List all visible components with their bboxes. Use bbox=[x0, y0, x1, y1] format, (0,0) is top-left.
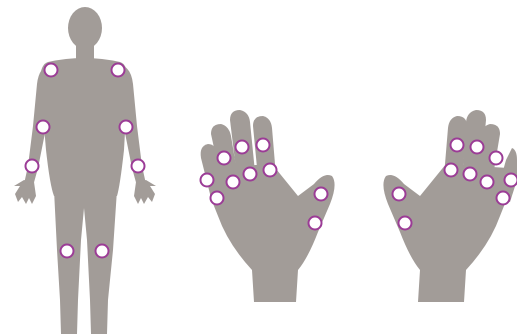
joint-marker-right-wrist[interactable] bbox=[26, 160, 39, 173]
joint-marker-right-hand-pip-2[interactable] bbox=[451, 139, 464, 152]
joint-marker-left-hand-pip-4[interactable] bbox=[218, 152, 231, 165]
joint-marker-right-hand-mcp-2[interactable] bbox=[445, 164, 458, 177]
joint-marker-left-wrist[interactable] bbox=[132, 160, 145, 173]
body-hand-right bbox=[134, 180, 156, 204]
body-hand-left bbox=[14, 180, 36, 204]
joint-marker-left-hand-mcp-5[interactable] bbox=[211, 192, 224, 205]
joint-marker-left-hand-mcp-2[interactable] bbox=[264, 164, 277, 177]
joint-marker-left-hand-pip-3[interactable] bbox=[236, 141, 249, 154]
joint-marker-right-hand-mcp-4[interactable] bbox=[481, 176, 494, 189]
joint-marker-left-hand-thumb-mcp[interactable] bbox=[309, 217, 322, 230]
joint-marker-right-elbow[interactable] bbox=[37, 121, 50, 134]
body-legs bbox=[54, 190, 117, 334]
joint-marker-right-shoulder[interactable] bbox=[45, 64, 58, 77]
joint-marker-left-hand-mcp-4[interactable] bbox=[227, 176, 240, 189]
joint-marker-left-hand-pip-2[interactable] bbox=[257, 139, 270, 152]
joint-marker-right-hand-thumb-mcp[interactable] bbox=[399, 217, 412, 230]
joint-marker-right-hand-mcp-3[interactable] bbox=[464, 168, 477, 181]
joint-marker-left-hand-thumb-ip[interactable] bbox=[315, 188, 328, 201]
joint-marker-right-knee[interactable] bbox=[61, 245, 74, 258]
joint-marker-left-knee[interactable] bbox=[96, 245, 109, 258]
joint-marker-right-hand-thumb-ip[interactable] bbox=[393, 188, 406, 201]
joint-marker-left-shoulder[interactable] bbox=[112, 64, 125, 77]
right-hand-silhouette bbox=[383, 110, 517, 302]
body-torso bbox=[40, 58, 128, 196]
joint-marker-left-hand-mcp-3[interactable] bbox=[244, 168, 257, 181]
joint-marker-right-hand-pip-3[interactable] bbox=[471, 141, 484, 154]
joint-marker-left-elbow[interactable] bbox=[120, 121, 133, 134]
joint-marker-left-hand-pip-5[interactable] bbox=[201, 174, 214, 187]
left-hand-silhouette bbox=[201, 110, 335, 302]
joint-marker-right-hand-pip-5[interactable] bbox=[505, 174, 517, 187]
joint-marker-right-hand-pip-4[interactable] bbox=[490, 152, 503, 165]
joint-marker-right-hand-mcp-5[interactable] bbox=[497, 192, 510, 205]
